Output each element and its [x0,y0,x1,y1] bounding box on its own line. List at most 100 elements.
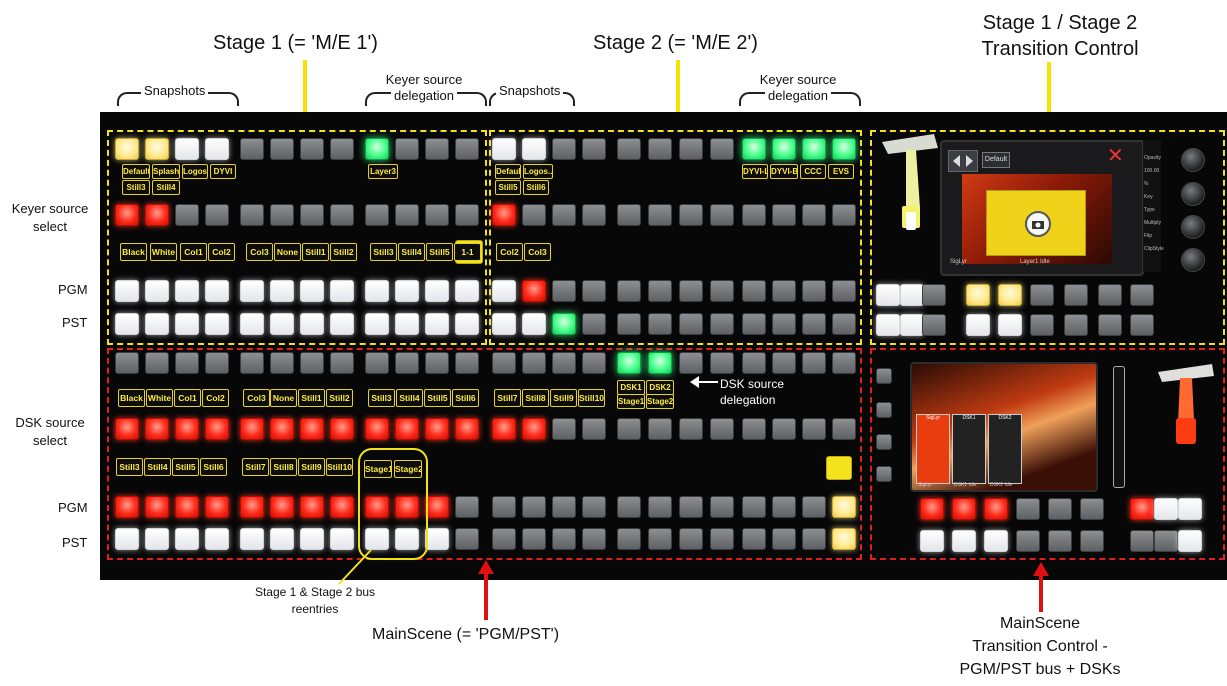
switch-button-top-18[interactable] [648,138,672,160]
switch-button-top-1[interactable] [115,138,139,160]
switch-button-dsktop-18[interactable] [648,352,672,374]
switch-button-pgm1-22[interactable] [772,280,796,302]
switch-button-pst2-21[interactable] [742,528,766,550]
switch-button-top-22[interactable] [772,138,796,160]
switch-button-pgm1-18[interactable] [648,280,672,302]
switch-button-keyer-21[interactable] [742,204,766,226]
tc-top-button-7[interactable] [1064,284,1088,306]
switch-button-pst1-20[interactable] [710,313,734,335]
switch-button-pgm1-1[interactable] [115,280,139,302]
switch-button-top-7[interactable] [300,138,324,160]
switch-button-pst1-3[interactable] [175,313,199,335]
touchscreen-top[interactable]: Default ✕ SigLyr Layer1 Idle [940,140,1144,276]
switch-button-pgm2-24[interactable] [832,496,856,518]
switch-button-pst2-8[interactable] [330,528,354,550]
switch-button-top-24[interactable] [832,138,856,160]
switch-button-dsktop-3[interactable] [175,352,199,374]
switch-button-keyer-1[interactable] [115,204,139,226]
touchscreen-bottom[interactable]: SigLyr DSK1 DSK2 SigLyr DSK1 Idle DSK2 I… [910,362,1098,492]
switch-button-dsk-16[interactable] [582,418,606,440]
switch-button-dsktop-14[interactable] [522,352,546,374]
switch-button-top-14[interactable] [522,138,546,160]
switch-button-pst1-4[interactable] [205,313,229,335]
switch-button-pgm2-18[interactable] [648,496,672,518]
rotary-knob-3[interactable] [1181,215,1205,239]
switch-button-top-11[interactable] [425,138,449,160]
tc-top-button-row2-5[interactable] [998,314,1022,336]
tc-top-button-8[interactable] [1098,284,1122,306]
switch-button-dsktop-15[interactable] [552,352,576,374]
switch-button-pst1-16[interactable] [582,313,606,335]
switch-button-dsk-7[interactable] [300,418,324,440]
switch-button-keyer-20[interactable] [710,204,734,226]
tc-bottom-button-row2-4[interactable] [1016,530,1040,552]
switch-button-dsk-13[interactable] [492,418,516,440]
switch-button-dsktop-22[interactable] [772,352,796,374]
switch-button-pgm2-22[interactable] [772,496,796,518]
tc-top-button-5[interactable] [998,284,1022,306]
switch-button-pgm2-21[interactable] [742,496,766,518]
tc-bottom-button-row2-8[interactable] [1154,530,1178,552]
tc-top-button-1[interactable] [876,284,900,306]
screen-col-dsk2[interactable]: DSK2 [988,414,1022,484]
switch-button-pst2-3[interactable] [175,528,199,550]
switch-button-dsk-24[interactable] [832,418,856,440]
switch-button-top-2[interactable] [145,138,169,160]
tc-top-button-6[interactable] [1030,284,1054,306]
switch-button-top-3[interactable] [175,138,199,160]
switch-button-dsktop-7[interactable] [300,352,324,374]
switch-button-dsk-3[interactable] [175,418,199,440]
tc-bottom-button-row2-9[interactable] [1178,530,1202,552]
switch-button-top-21[interactable] [742,138,766,160]
switch-button-dsk-17[interactable] [617,418,641,440]
switch-button-pgm2-3[interactable] [175,496,199,518]
switch-button-pgm1-8[interactable] [330,280,354,302]
switch-button-keyer-23[interactable] [802,204,826,226]
tc-bottom-button-row2-6[interactable] [1080,530,1104,552]
rotary-knob-2[interactable] [1181,182,1205,206]
tc-bottom-button-8[interactable] [1154,498,1178,520]
switch-button-dsktop-10[interactable] [395,352,419,374]
screen-col-dsk1[interactable]: DSK1 [952,414,986,484]
switch-button-dsktop-4[interactable] [205,352,229,374]
switch-button-dsktop-19[interactable] [679,352,703,374]
switch-button-pst1-23[interactable] [802,313,826,335]
switch-button-dsktop-24[interactable] [832,352,856,374]
switch-button-dsk-15[interactable] [552,418,576,440]
switch-button-pst2-4[interactable] [205,528,229,550]
tc-bottom-button-1[interactable] [920,498,944,520]
switch-button-pst1-22[interactable] [772,313,796,335]
switch-button-top-15[interactable] [552,138,576,160]
tc-top-button-row2-1[interactable] [876,314,900,336]
switch-button-pst2-9[interactable] [365,528,389,550]
switch-button-pgm1-21[interactable] [742,280,766,302]
mainscene-side-btn-2[interactable] [876,402,892,418]
switch-button-dsk-21[interactable] [742,418,766,440]
switch-button-pgm2-10[interactable] [395,496,419,518]
switch-button-dsk-23[interactable] [802,418,826,440]
switch-button-pst2-15[interactable] [552,528,576,550]
switch-button-pgm1-2[interactable] [145,280,169,302]
switch-button-keyer-19[interactable] [679,204,703,226]
switch-button-pgm2-17[interactable] [617,496,641,518]
switch-button-keyer-24[interactable] [832,204,856,226]
switch-button-pst2-18[interactable] [648,528,672,550]
switch-button-dsk-6[interactable] [270,418,294,440]
switch-button-pgm1-23[interactable] [802,280,826,302]
switch-button-keyer-2[interactable] [145,204,169,226]
switch-button-pgm1-13[interactable] [492,280,516,302]
switch-button-top-20[interactable] [710,138,734,160]
switch-button-dsktop-20[interactable] [710,352,734,374]
switch-button-keyer-13[interactable] [492,204,516,226]
tbar-lever-bottom[interactable] [1148,358,1220,448]
switch-button-pst1-5[interactable] [240,313,264,335]
switch-button-pst1-6[interactable] [270,313,294,335]
switch-button-pst2-23[interactable] [802,528,826,550]
switch-button-pst1-21[interactable] [742,313,766,335]
tbar-lever-top[interactable] [876,128,946,238]
switch-button-top-9[interactable] [365,138,389,160]
mainscene-side-btn-4[interactable] [876,466,892,482]
switch-button-keyer-12[interactable] [455,204,479,226]
switch-button-pst2-22[interactable] [772,528,796,550]
switch-button-pst1-1[interactable] [115,313,139,335]
